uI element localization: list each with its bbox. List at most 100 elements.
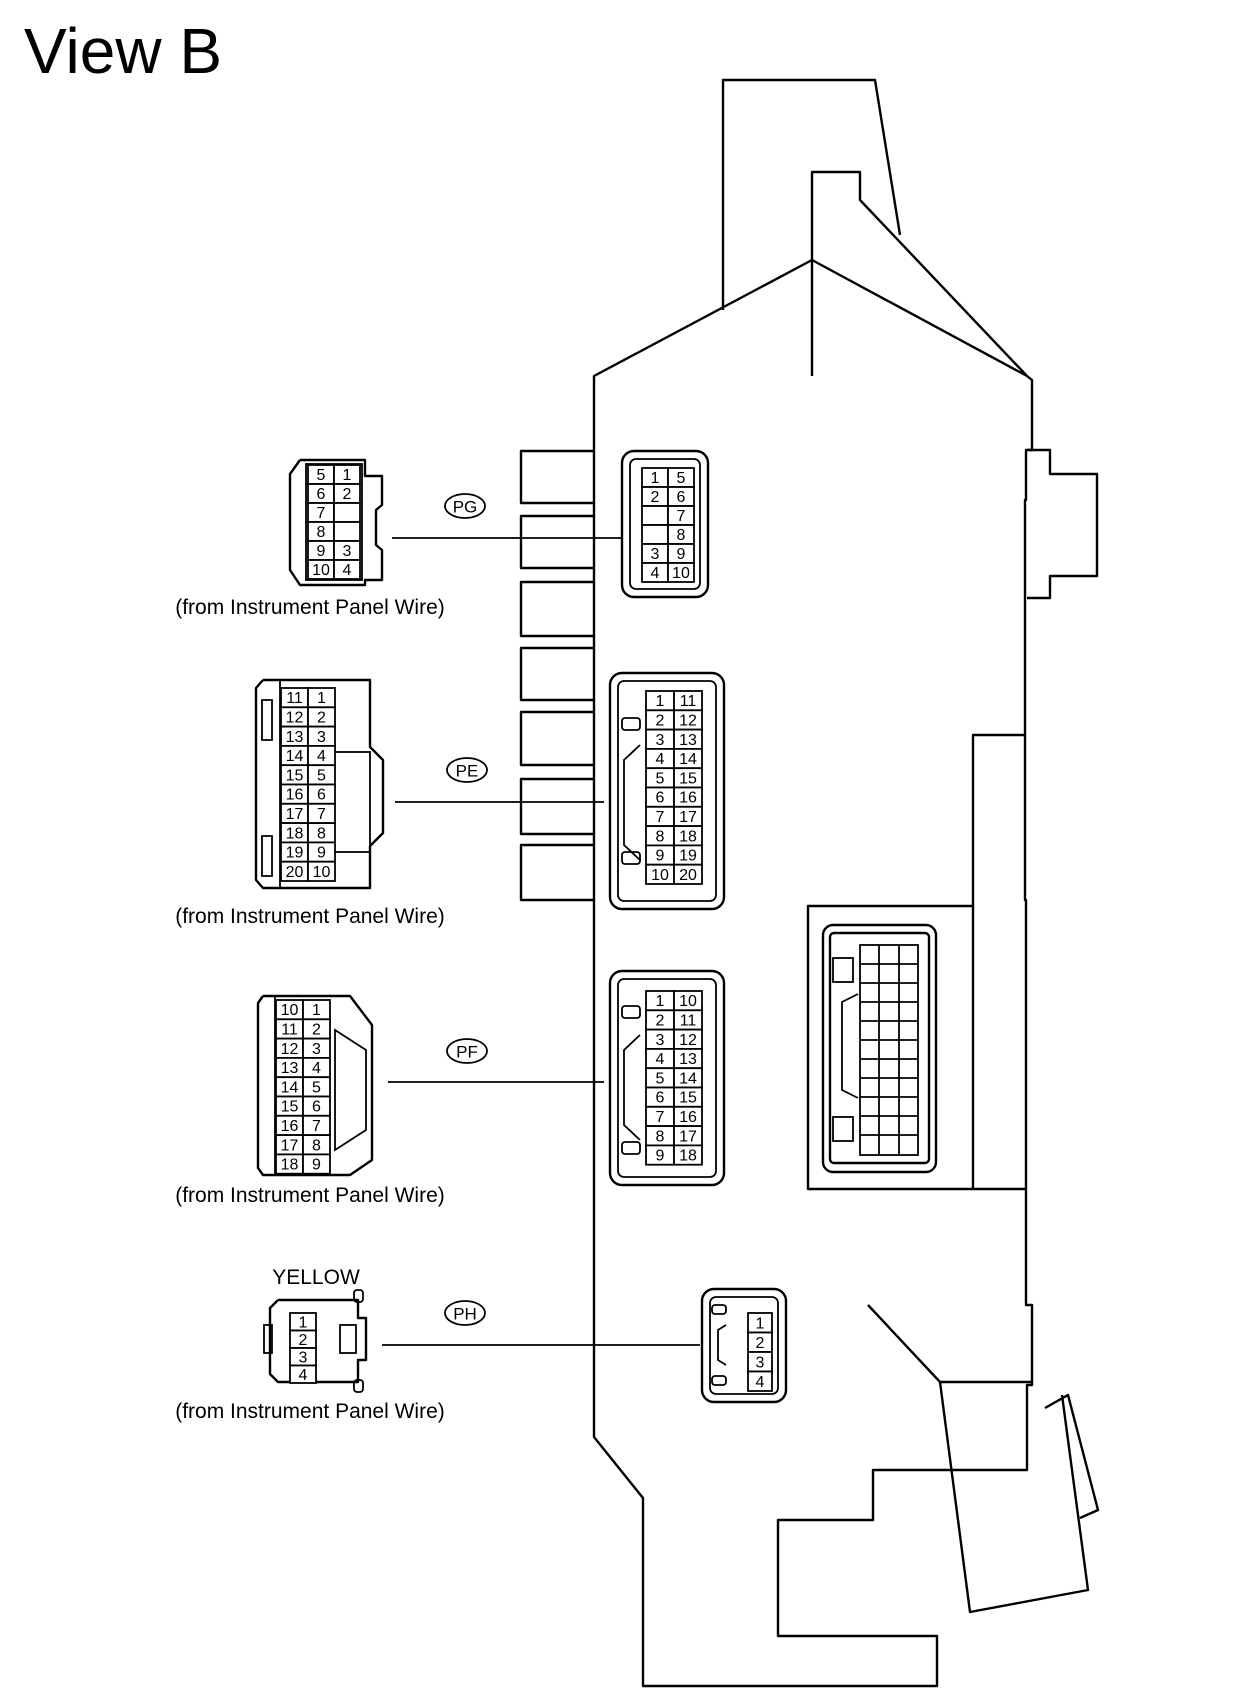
- pin-number: 12: [286, 709, 304, 726]
- pin-number: 3: [299, 1349, 308, 1366]
- caption-pf: (from Instrument Panel Wire): [175, 1184, 445, 1207]
- pin-number: 9: [317, 543, 326, 560]
- pin-number: 15: [679, 770, 697, 787]
- pin-number: 2: [299, 1332, 308, 1349]
- pin-number: 20: [286, 864, 304, 881]
- caption-pg: (from Instrument Panel Wire): [175, 596, 445, 619]
- pin-number: 8: [317, 524, 326, 541]
- pin-cell: [667, 562, 695, 583]
- pin-number: 16: [281, 1118, 299, 1135]
- pin-number: 16: [286, 787, 304, 804]
- pin-number: 14: [286, 748, 304, 765]
- tag-ph: PH: [444, 1300, 486, 1326]
- pin-number: 4: [343, 562, 352, 579]
- pin-cell: [289, 1364, 317, 1384]
- pin-number: 10: [313, 864, 331, 881]
- pin-number: 5: [677, 470, 686, 487]
- pin-number: 19: [286, 845, 304, 862]
- pin-cell: [641, 505, 669, 526]
- tag-pe: PE: [446, 757, 488, 783]
- pin-number: 13: [679, 732, 697, 749]
- pin-number: 6: [677, 489, 686, 506]
- pin-number: 18: [286, 825, 304, 842]
- pin-number: 4: [656, 751, 665, 768]
- pin-number: 4: [656, 1051, 665, 1068]
- pin-number: 7: [312, 1118, 321, 1135]
- pin-number: 3: [312, 1041, 321, 1058]
- pin-number: 16: [679, 790, 697, 807]
- pin-number: 14: [679, 1070, 697, 1087]
- unlabeled-block-connector: [821, 923, 938, 1174]
- pin-number: 15: [679, 1090, 697, 1107]
- svg-text:PH: PH: [453, 1305, 477, 1324]
- pin-number: 10: [679, 993, 697, 1010]
- pin-number: 11: [281, 1021, 298, 1038]
- pin-number: 18: [679, 828, 697, 845]
- pin-number: 1: [343, 467, 352, 484]
- pin-number: 1: [656, 693, 665, 710]
- pin-number: 6: [656, 1090, 665, 1107]
- pin-number: 12: [679, 712, 697, 729]
- pin-cell: [302, 1153, 331, 1175]
- pin-number: 17: [679, 1128, 697, 1145]
- pin-number: 10: [312, 562, 330, 579]
- pin-number: 2: [343, 486, 352, 503]
- pin-number: 5: [317, 467, 326, 484]
- svg-text:PG: PG: [453, 498, 478, 517]
- pin-number: 11: [680, 693, 697, 710]
- pin-number: 2: [317, 709, 326, 726]
- pin-number: 5: [312, 1079, 321, 1096]
- pin-number: 11: [286, 690, 303, 707]
- pin-number: 18: [679, 1148, 697, 1165]
- pin-number: 13: [286, 729, 304, 746]
- pin-number: 3: [656, 1032, 665, 1049]
- pin-number: 3: [343, 543, 352, 560]
- pin-number: 14: [679, 751, 697, 768]
- svg-text:PF: PF: [456, 1043, 478, 1062]
- pin-number: 10: [281, 1002, 299, 1019]
- pin-number: 10: [672, 565, 690, 582]
- pin-number: 15: [281, 1099, 299, 1116]
- pin-cell: [307, 860, 336, 882]
- pin-cell: [333, 559, 361, 580]
- pin-number: 10: [651, 867, 669, 884]
- pin-number: 1: [651, 470, 660, 487]
- pin-cell: [333, 521, 361, 542]
- pin-number: 2: [656, 712, 665, 729]
- pin-number: 13: [679, 1051, 697, 1068]
- pin-number: 4: [299, 1367, 308, 1384]
- pin-number: 1: [312, 1002, 321, 1019]
- pin-number: 16: [679, 1109, 697, 1126]
- pin-number: 9: [677, 546, 686, 563]
- pin-number: 20: [679, 867, 697, 884]
- pin-number: 15: [286, 767, 304, 784]
- pin-number: 19: [679, 848, 697, 865]
- pin-number: 7: [656, 1109, 665, 1126]
- pin-number: 13: [281, 1060, 299, 1077]
- pin-cell: [333, 502, 361, 523]
- pin-number: 7: [317, 806, 326, 823]
- pin-number: 7: [677, 508, 686, 525]
- pin-number: 7: [317, 505, 326, 522]
- tag-pf: PF: [446, 1038, 488, 1064]
- pin-number: 12: [679, 1032, 697, 1049]
- pin-number: 5: [656, 770, 665, 787]
- pin-number: 1: [299, 1314, 308, 1331]
- pin-number: 1: [317, 690, 326, 707]
- pin-number: 7: [656, 809, 665, 826]
- pin-number: 4: [317, 748, 326, 765]
- pin-number: 8: [656, 828, 665, 845]
- pin-number: 5: [656, 1070, 665, 1087]
- pin-number: 6: [317, 486, 326, 503]
- tag-pg: PG: [444, 493, 486, 519]
- pin-number: 9: [312, 1157, 321, 1174]
- pin-number: 6: [312, 1099, 321, 1116]
- diagram-title: View B: [24, 15, 222, 87]
